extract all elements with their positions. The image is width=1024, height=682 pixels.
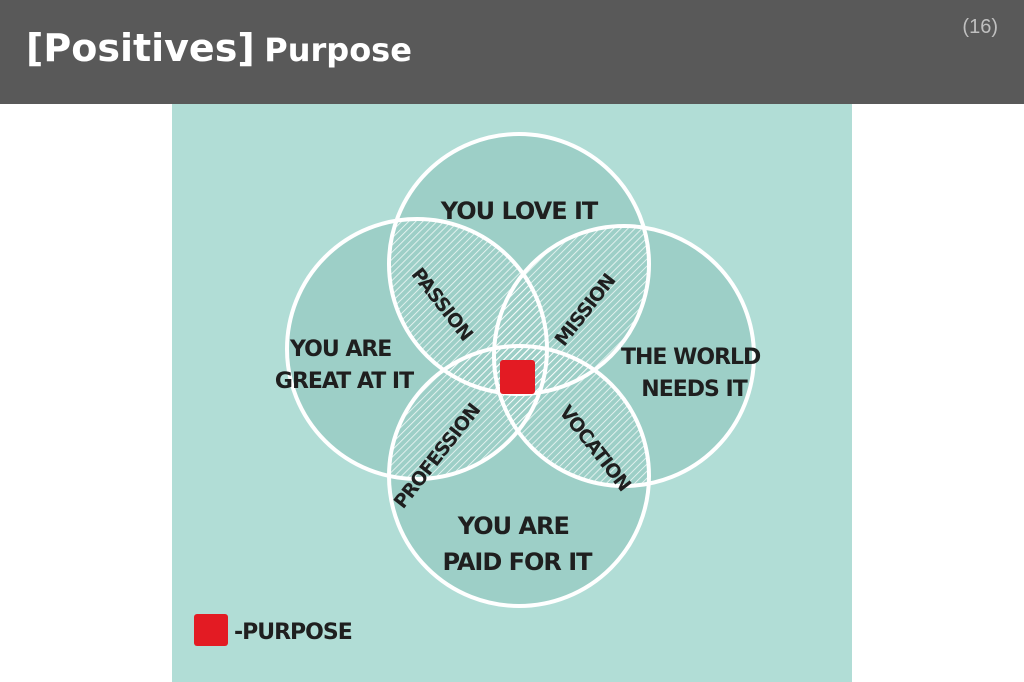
circle-outlines [285, 132, 756, 608]
label-you-are-paid-for-it: YOU ARE PAID FOR IT [442, 512, 593, 576]
venn-diagram-image: YOU LOVE IT YOU ARE GREAT AT IT THE WORL… [172, 104, 852, 682]
legend: -PURPOSE [194, 614, 353, 646]
title-main-text: Purpose [264, 31, 412, 69]
label-the-world-needs-it: THE WORLD NEEDS IT [621, 345, 767, 402]
slide-header: [Positives] Purpose (16) [0, 0, 1024, 104]
legend-purpose-swatch [194, 614, 228, 646]
label-you-are-great-at-it: YOU ARE GREAT AT IT [275, 337, 414, 394]
title-bracket-text: [Positives] [26, 26, 255, 70]
legend-purpose-label: -PURPOSE [234, 620, 352, 645]
slide-title: [Positives] Purpose [26, 26, 412, 70]
page-number: (16) [962, 16, 998, 38]
venn-diagram: YOU LOVE IT YOU ARE GREAT AT IT THE WORL… [194, 132, 767, 646]
label-you-love-it: YOU LOVE IT [440, 197, 599, 225]
purpose-marker [500, 360, 535, 394]
